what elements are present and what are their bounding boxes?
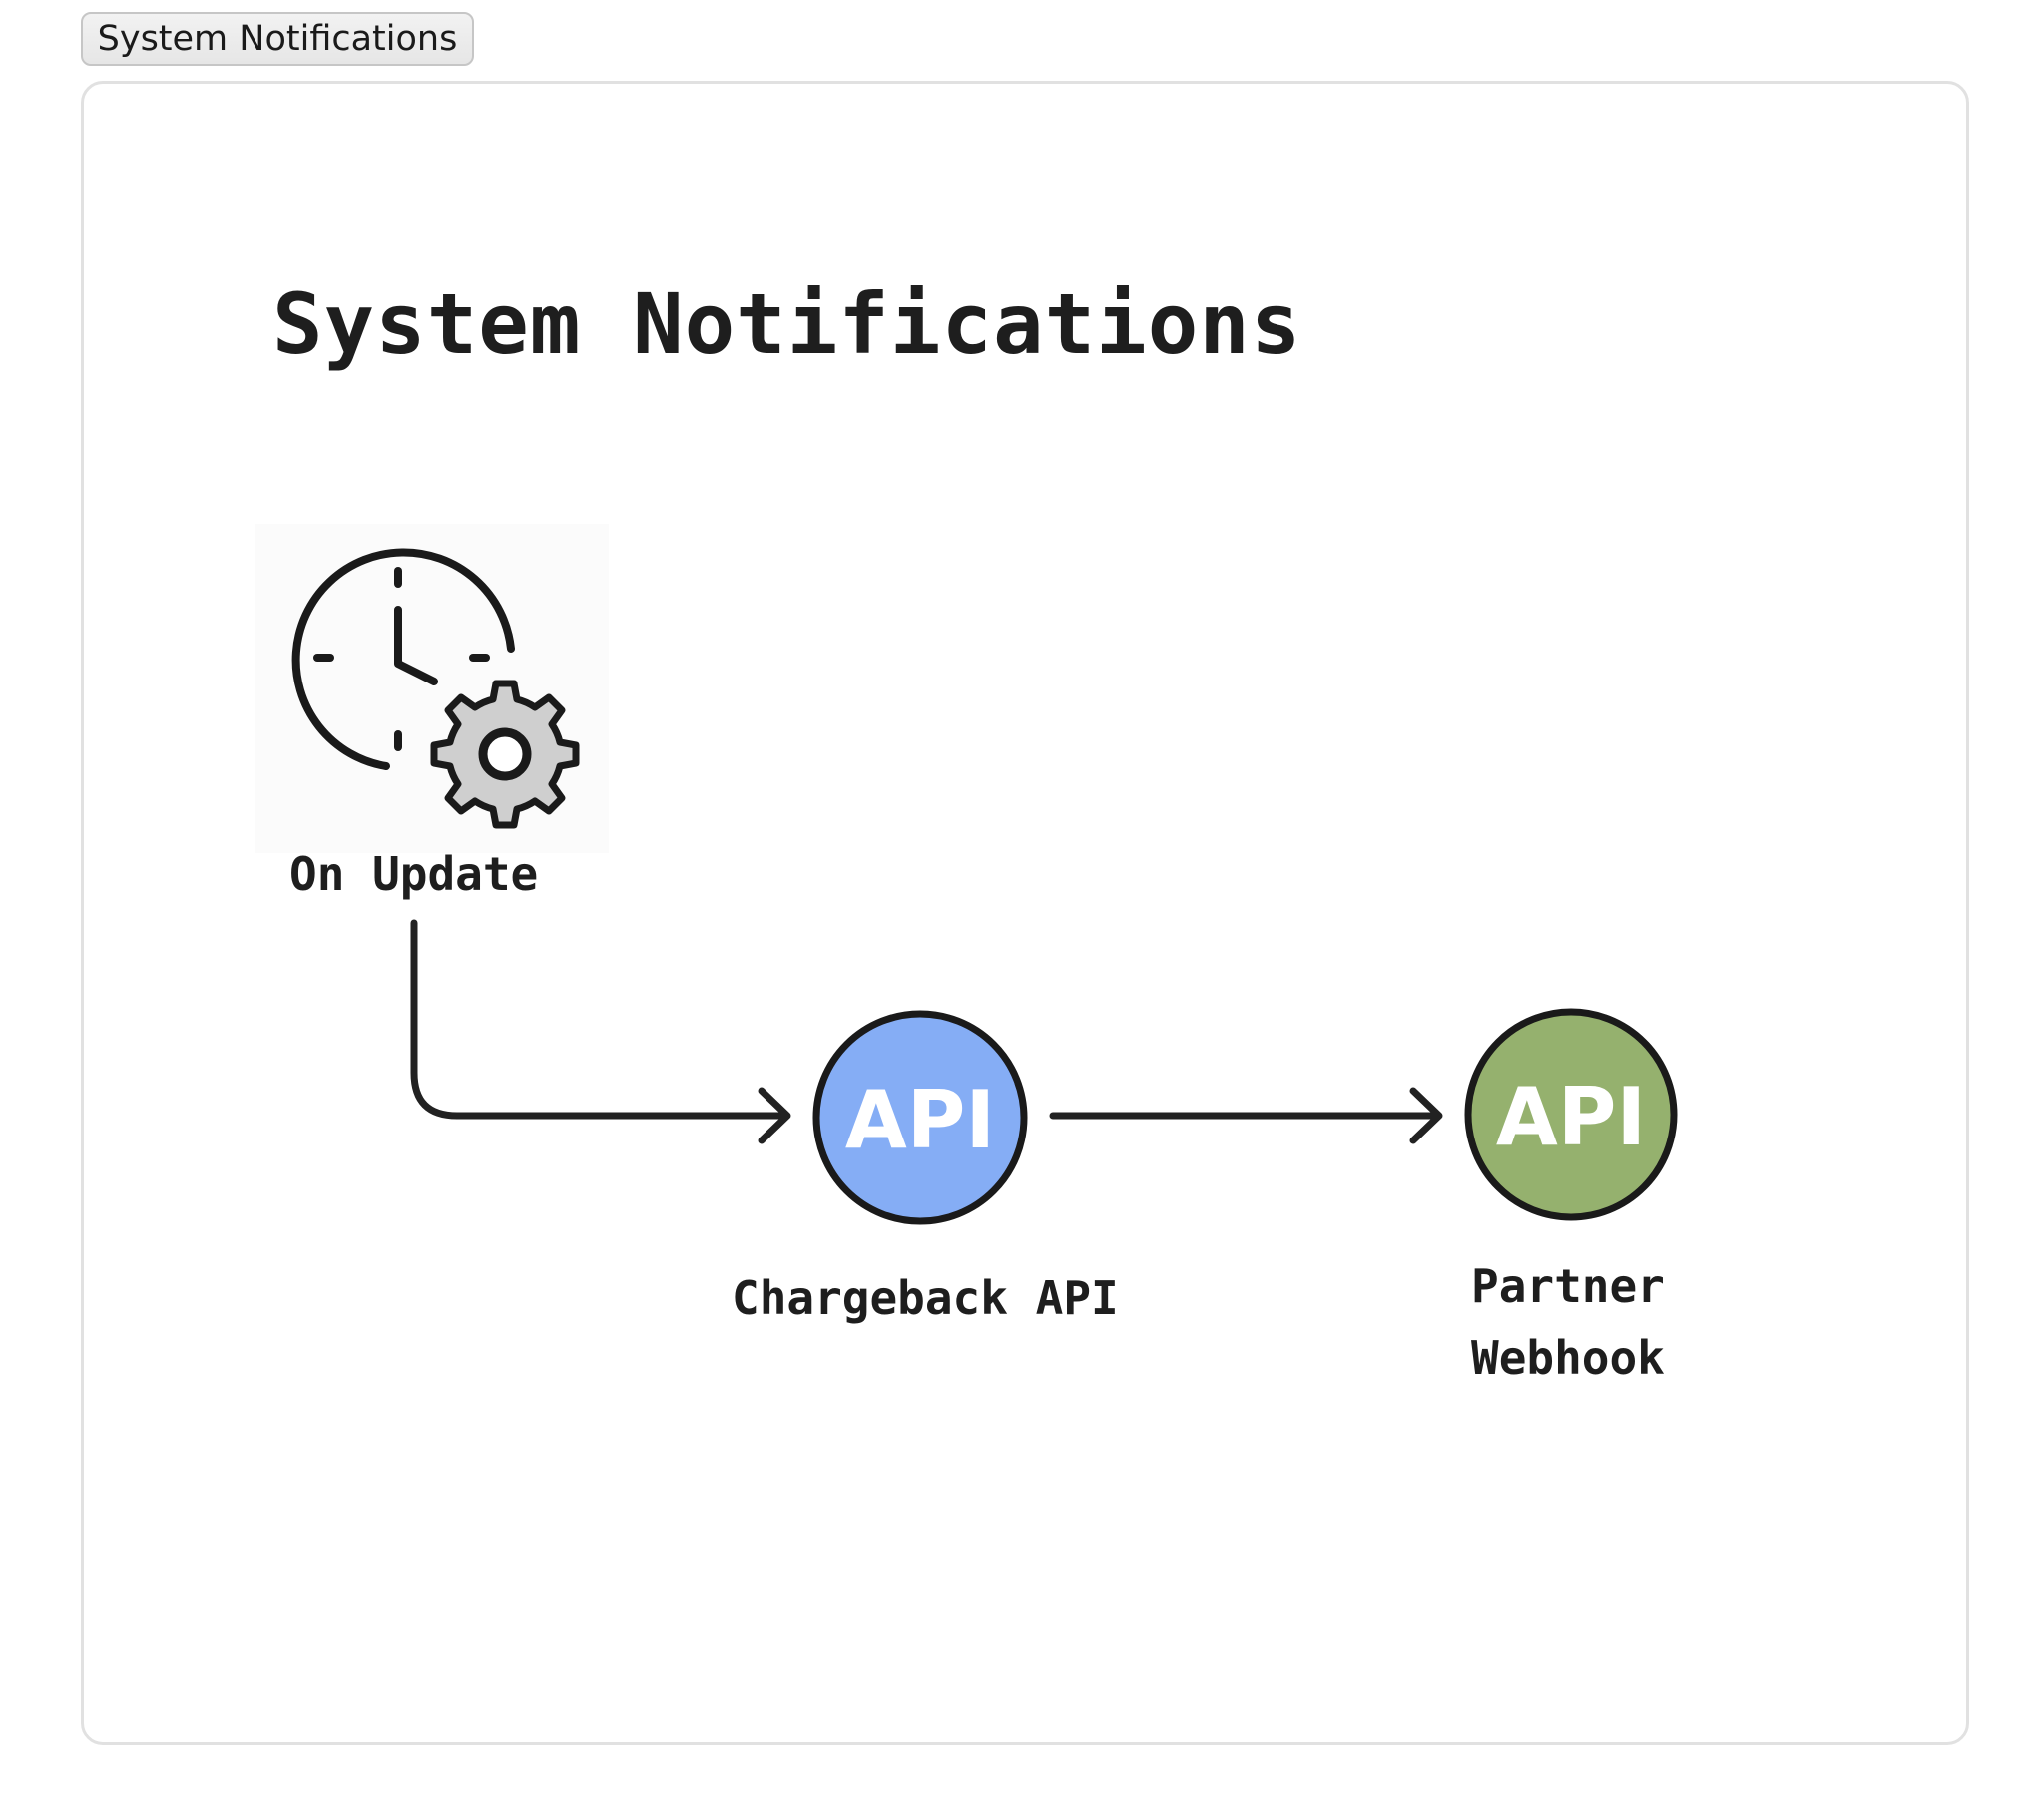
edge-on-update-to-chargeback-api <box>410 919 787 1120</box>
clock-icon <box>291 548 515 770</box>
system-notifications-tab[interactable]: System Notifications <box>81 12 474 66</box>
api-icon-partner-webhook: API <box>1464 1008 1678 1221</box>
api-icon-chargeback: API <box>812 1010 1028 1225</box>
svg-text:API: API <box>1496 1071 1646 1163</box>
gear-icon <box>430 680 580 829</box>
clock-gear-icon <box>255 524 609 853</box>
diagram-title: System Notifications <box>272 275 1302 373</box>
edge-arrowhead-partner-webhook <box>1409 1087 1443 1144</box>
node-label-on-update: On Update <box>289 847 539 901</box>
svg-text:API: API <box>845 1074 995 1166</box>
node-label-chargeback-api: Chargeback API <box>732 1271 1119 1325</box>
node-label-partner-webhook: Partner Webhook <box>1471 1259 1665 1385</box>
edge-arrowhead-chargeback-api <box>758 1087 791 1144</box>
diagram-panel <box>81 81 1969 1745</box>
